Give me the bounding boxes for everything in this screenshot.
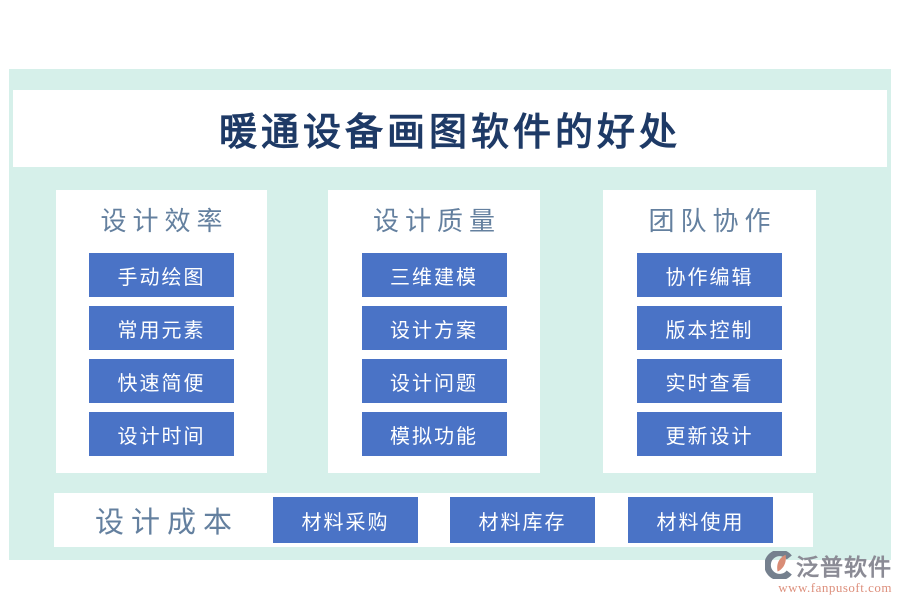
chip-realtime-view[interactable]: 实时查看 (637, 359, 782, 403)
chip-quick-easy[interactable]: 快速简便 (89, 359, 234, 403)
chip-collaborative-editing[interactable]: 协作编辑 (637, 253, 782, 297)
strip-design-cost: 设计成本 材料采购 材料库存 材料使用 (54, 493, 813, 547)
panel-design-quality: 设计质量 三维建模 设计方案 设计问题 模拟功能 (328, 190, 540, 473)
fanpu-logo-icon (765, 551, 792, 579)
panel-header-team-collaboration: 团队协作 (648, 207, 777, 236)
chip-material-inventory[interactable]: 材料库存 (450, 497, 595, 543)
chip-3d-modeling[interactable]: 三维建模 (361, 253, 507, 297)
chip-common-elements[interactable]: 常用元素 (89, 306, 234, 350)
title-banner: 暖通设备画图软件的好处 (13, 90, 887, 167)
page-title: 暖通设备画图软件的好处 (218, 112, 681, 154)
chip-material-usage[interactable]: 材料使用 (628, 497, 773, 543)
brand-name: 泛普软件 (796, 555, 892, 580)
chip-design-scheme[interactable]: 设计方案 (361, 306, 507, 350)
chip-material-purchase[interactable]: 材料采购 (273, 497, 418, 543)
chip-design-time[interactable]: 设计时间 (89, 412, 234, 456)
panel-header-design-quality: 设计质量 (372, 207, 501, 236)
chip-design-issues[interactable]: 设计问题 (361, 359, 507, 403)
brand-footer: 泛普软件 www.fanpusoft.com (762, 548, 892, 596)
chip-version-control[interactable]: 版本控制 (637, 306, 782, 350)
chip-manual-drawing[interactable]: 手动绘图 (89, 253, 234, 297)
panel-header-design-efficiency: 设计效率 (100, 207, 229, 236)
panel-design-efficiency: 设计效率 手动绘图 常用元素 快速简便 设计时间 (56, 190, 267, 473)
chip-update-design[interactable]: 更新设计 (637, 412, 782, 456)
brand-url: www.fanpusoft.com (778, 580, 892, 595)
strip-header-design-cost: 设计成本 (94, 507, 239, 539)
panel-team-collaboration: 团队协作 协作编辑 版本控制 实时查看 更新设计 (603, 190, 816, 473)
chip-simulation-function[interactable]: 模拟功能 (361, 412, 507, 456)
